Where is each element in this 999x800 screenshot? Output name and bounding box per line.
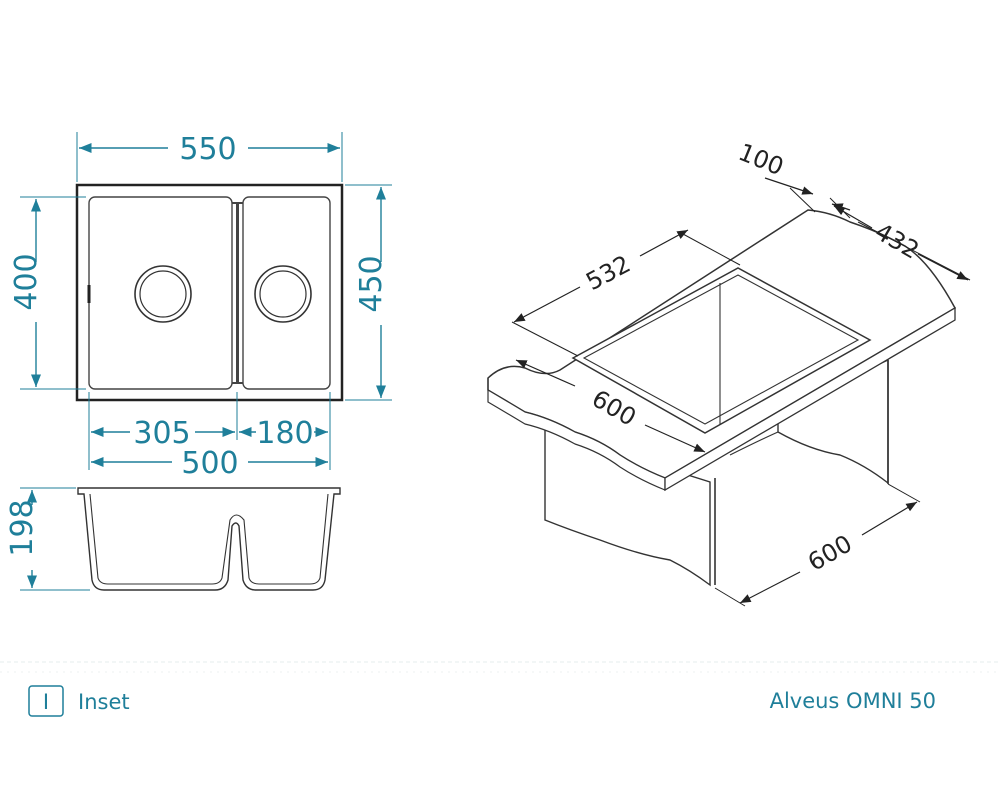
dim-inner-depth: 400 <box>9 253 44 310</box>
dim-left-bowl-width: 305 <box>133 416 190 451</box>
dim-bowl-depth: 198 <box>5 499 40 556</box>
model-name: Alveus OMNI 50 <box>770 689 936 713</box>
inset-mount-glyph: I <box>43 690 49 714</box>
dim-right-bowl-width: 180 <box>256 416 313 451</box>
plan-view: 550 400 450 305 180 500 <box>9 132 392 481</box>
iso-view: 100 432 532 600 600 <box>487 138 971 607</box>
dim-overall-width: 550 <box>179 132 236 167</box>
sink-section-outline <box>77 487 341 591</box>
footer: I Inset Alveus OMNI 50 <box>28 685 936 717</box>
dim-edge-offset: 100 <box>735 138 788 181</box>
cabinet-left-panel <box>544 429 711 587</box>
right-bowl-outline <box>242 196 331 390</box>
left-drain-icon <box>134 265 192 323</box>
dim-iso-bowl-length: 532 <box>581 250 635 296</box>
inset-mount-icon: I <box>28 685 64 717</box>
sink-outer-outline <box>75 183 344 402</box>
separator-strip <box>0 661 999 673</box>
dim-inner-width: 500 <box>181 446 238 481</box>
mount-type-label: Inset <box>78 690 130 714</box>
dim-overall-depth: 450 <box>354 255 389 312</box>
iso-bowl-rim <box>571 267 872 434</box>
section-view: 198 <box>5 487 341 591</box>
right-drain-icon <box>254 265 312 323</box>
dim-cabinet-depth: 600 <box>803 529 857 576</box>
